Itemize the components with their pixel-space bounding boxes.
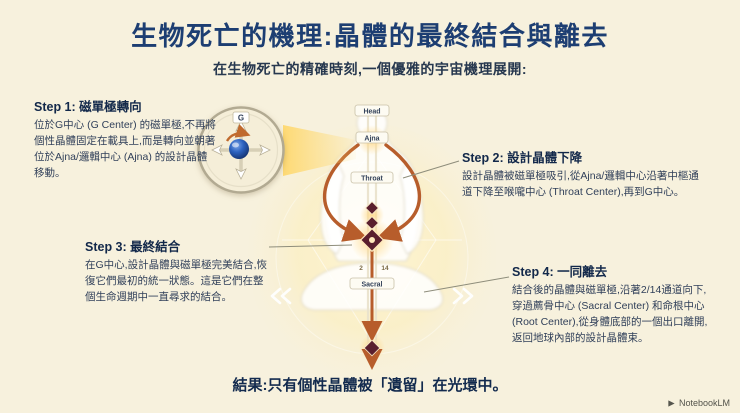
- channel-number-14: 14: [381, 265, 389, 272]
- bodygraph-figure: Head Ajna Throat Sacral 2 14: [242, 90, 502, 390]
- step-1-annotation: Step 1: 磁單極轉向 位於G中心 (G Center) 的磁單極,不再將個…: [34, 96, 217, 182]
- descent-arc-right: [376, 143, 422, 242]
- step-4-annotation: Step 4: 一同離去 結合後的晶體與磁單極,沿著2/14通道向下,穿過薦骨中…: [512, 261, 709, 347]
- step-2-title: Step 2: 設計晶體下降: [462, 151, 583, 165]
- ajna-center-box: [355, 131, 389, 144]
- page-subtitle: 在生物死亡的精確時刻,一個優雅的宇宙機理展開:: [212, 61, 528, 77]
- g-center-crystal: [359, 227, 385, 253]
- step-4-title: Step 4: 一同離去: [512, 265, 608, 279]
- magnifier-svg: G: [197, 106, 285, 194]
- channel-number-2: 2: [359, 265, 363, 272]
- step-2-annotation: Step 2: 設計晶體下降 設計晶體被磁單極吸引,從Ajna/邏輯中心沿著中樞…: [462, 147, 709, 201]
- sacral-center-label: Sacral: [361, 281, 382, 288]
- step-3-annotation: Step 3: 最終結合 在G中心,設計晶體與磁單極完美結合,恢復它們最初的統一…: [85, 236, 269, 306]
- root-exit-crystal: [363, 339, 381, 357]
- attribution: NotebookLM: [667, 398, 730, 408]
- monopole-sphere: [229, 139, 249, 159]
- sphere-highlight: [232, 142, 239, 148]
- rotation-arrow: [225, 124, 251, 142]
- page-title: 生物死亡的機理:晶體的最終結合與離去: [131, 21, 609, 51]
- magnifier-g-box: [232, 111, 250, 124]
- attribution-text: NotebookLM: [678, 398, 730, 408]
- step-1-body: 位於G中心 (G Center) 的磁單極,不再將個性晶體固定在載具上,而是轉向…: [34, 119, 217, 179]
- step-1-title: Step 1: 磁單極轉向: [34, 100, 142, 114]
- step-3-body: 在G中心,設計晶體與磁單極完美結合,恢復它們最初的統一狀態。這是它們在整個生命週…: [85, 259, 268, 303]
- head-center-label: Head: [363, 108, 380, 115]
- notebooklm-logo-icon: [668, 399, 675, 407]
- head-center-box: [354, 104, 390, 117]
- magnifier-g-label: G: [238, 114, 244, 123]
- center-labels: Head Ajna Throat Sacral 2 14: [349, 104, 395, 290]
- sacral-center-box: [349, 277, 395, 290]
- descending-crystals: [365, 201, 379, 230]
- result-statement: 結果:只有個性晶體被「遺留」在光環中。: [232, 377, 508, 394]
- throat-center-label: Throat: [361, 175, 383, 182]
- ajna-center-label: Ajna: [364, 135, 379, 142]
- magnifier-inset: G: [196, 105, 286, 195]
- throat-center-box: [350, 171, 394, 184]
- step-4-body: 結合後的晶體與磁單極,沿著2/14通道向下,穿過薦骨中心 (Sacral Cen…: [512, 284, 708, 344]
- step-2-body: 設計晶體被磁單極吸引,從Ajna/邏輯中心沿著中樞通道下降至喉嚨中心 (Thro…: [462, 170, 699, 198]
- bodygraph-svg: Head Ajna Throat Sacral 2 14: [248, 104, 496, 388]
- step-3-title: Step 3: 最終結合: [85, 240, 181, 254]
